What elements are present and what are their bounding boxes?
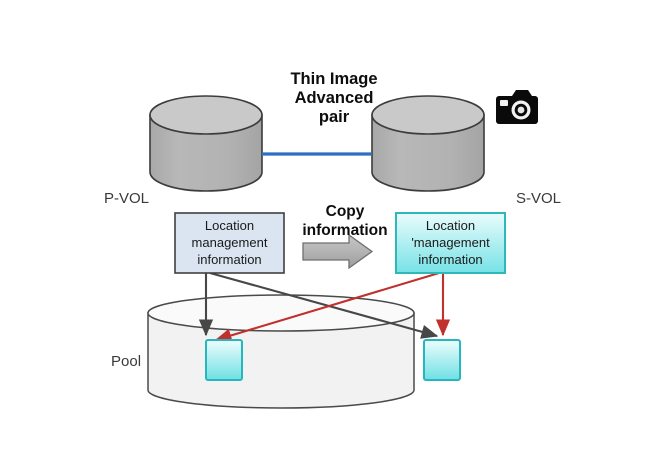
pool-chunk-right (423, 339, 461, 381)
pvol-cylinder (149, 95, 263, 192)
pvol-box-line-3: information (197, 252, 261, 267)
svol-label: S-VOL (516, 190, 561, 207)
copy-information-arrow (302, 233, 374, 270)
svol-box-line-2: 'management (411, 235, 490, 250)
pool-label: Pool (111, 353, 141, 370)
pvol-location-management-box (174, 212, 285, 274)
arrow-pvol-to-right-chunk (209, 271, 439, 339)
copy-information-line-1: Copy (326, 203, 365, 220)
arrow-svol-to-left-chunk (214, 271, 440, 343)
pvol-box-line-2: management (192, 235, 268, 250)
svol-cylinder (371, 95, 485, 192)
svol-box-line-3: information (418, 252, 482, 267)
pair-title-line-3: pair (319, 108, 350, 126)
svol-location-management-box (395, 212, 506, 274)
pvol-label: P-VOL (104, 190, 149, 207)
pool-cylinder (147, 294, 415, 409)
pvol-box-line-1: Location (205, 218, 254, 233)
pool-chunk-left (205, 339, 243, 381)
pair-title-line-1: Thin Image (290, 70, 377, 88)
copy-information-line-2: information (302, 222, 387, 239)
svol-box-line-1: Location (426, 218, 475, 233)
camera-icon (496, 90, 538, 124)
pair-title-line-2: Advanced (295, 89, 374, 107)
